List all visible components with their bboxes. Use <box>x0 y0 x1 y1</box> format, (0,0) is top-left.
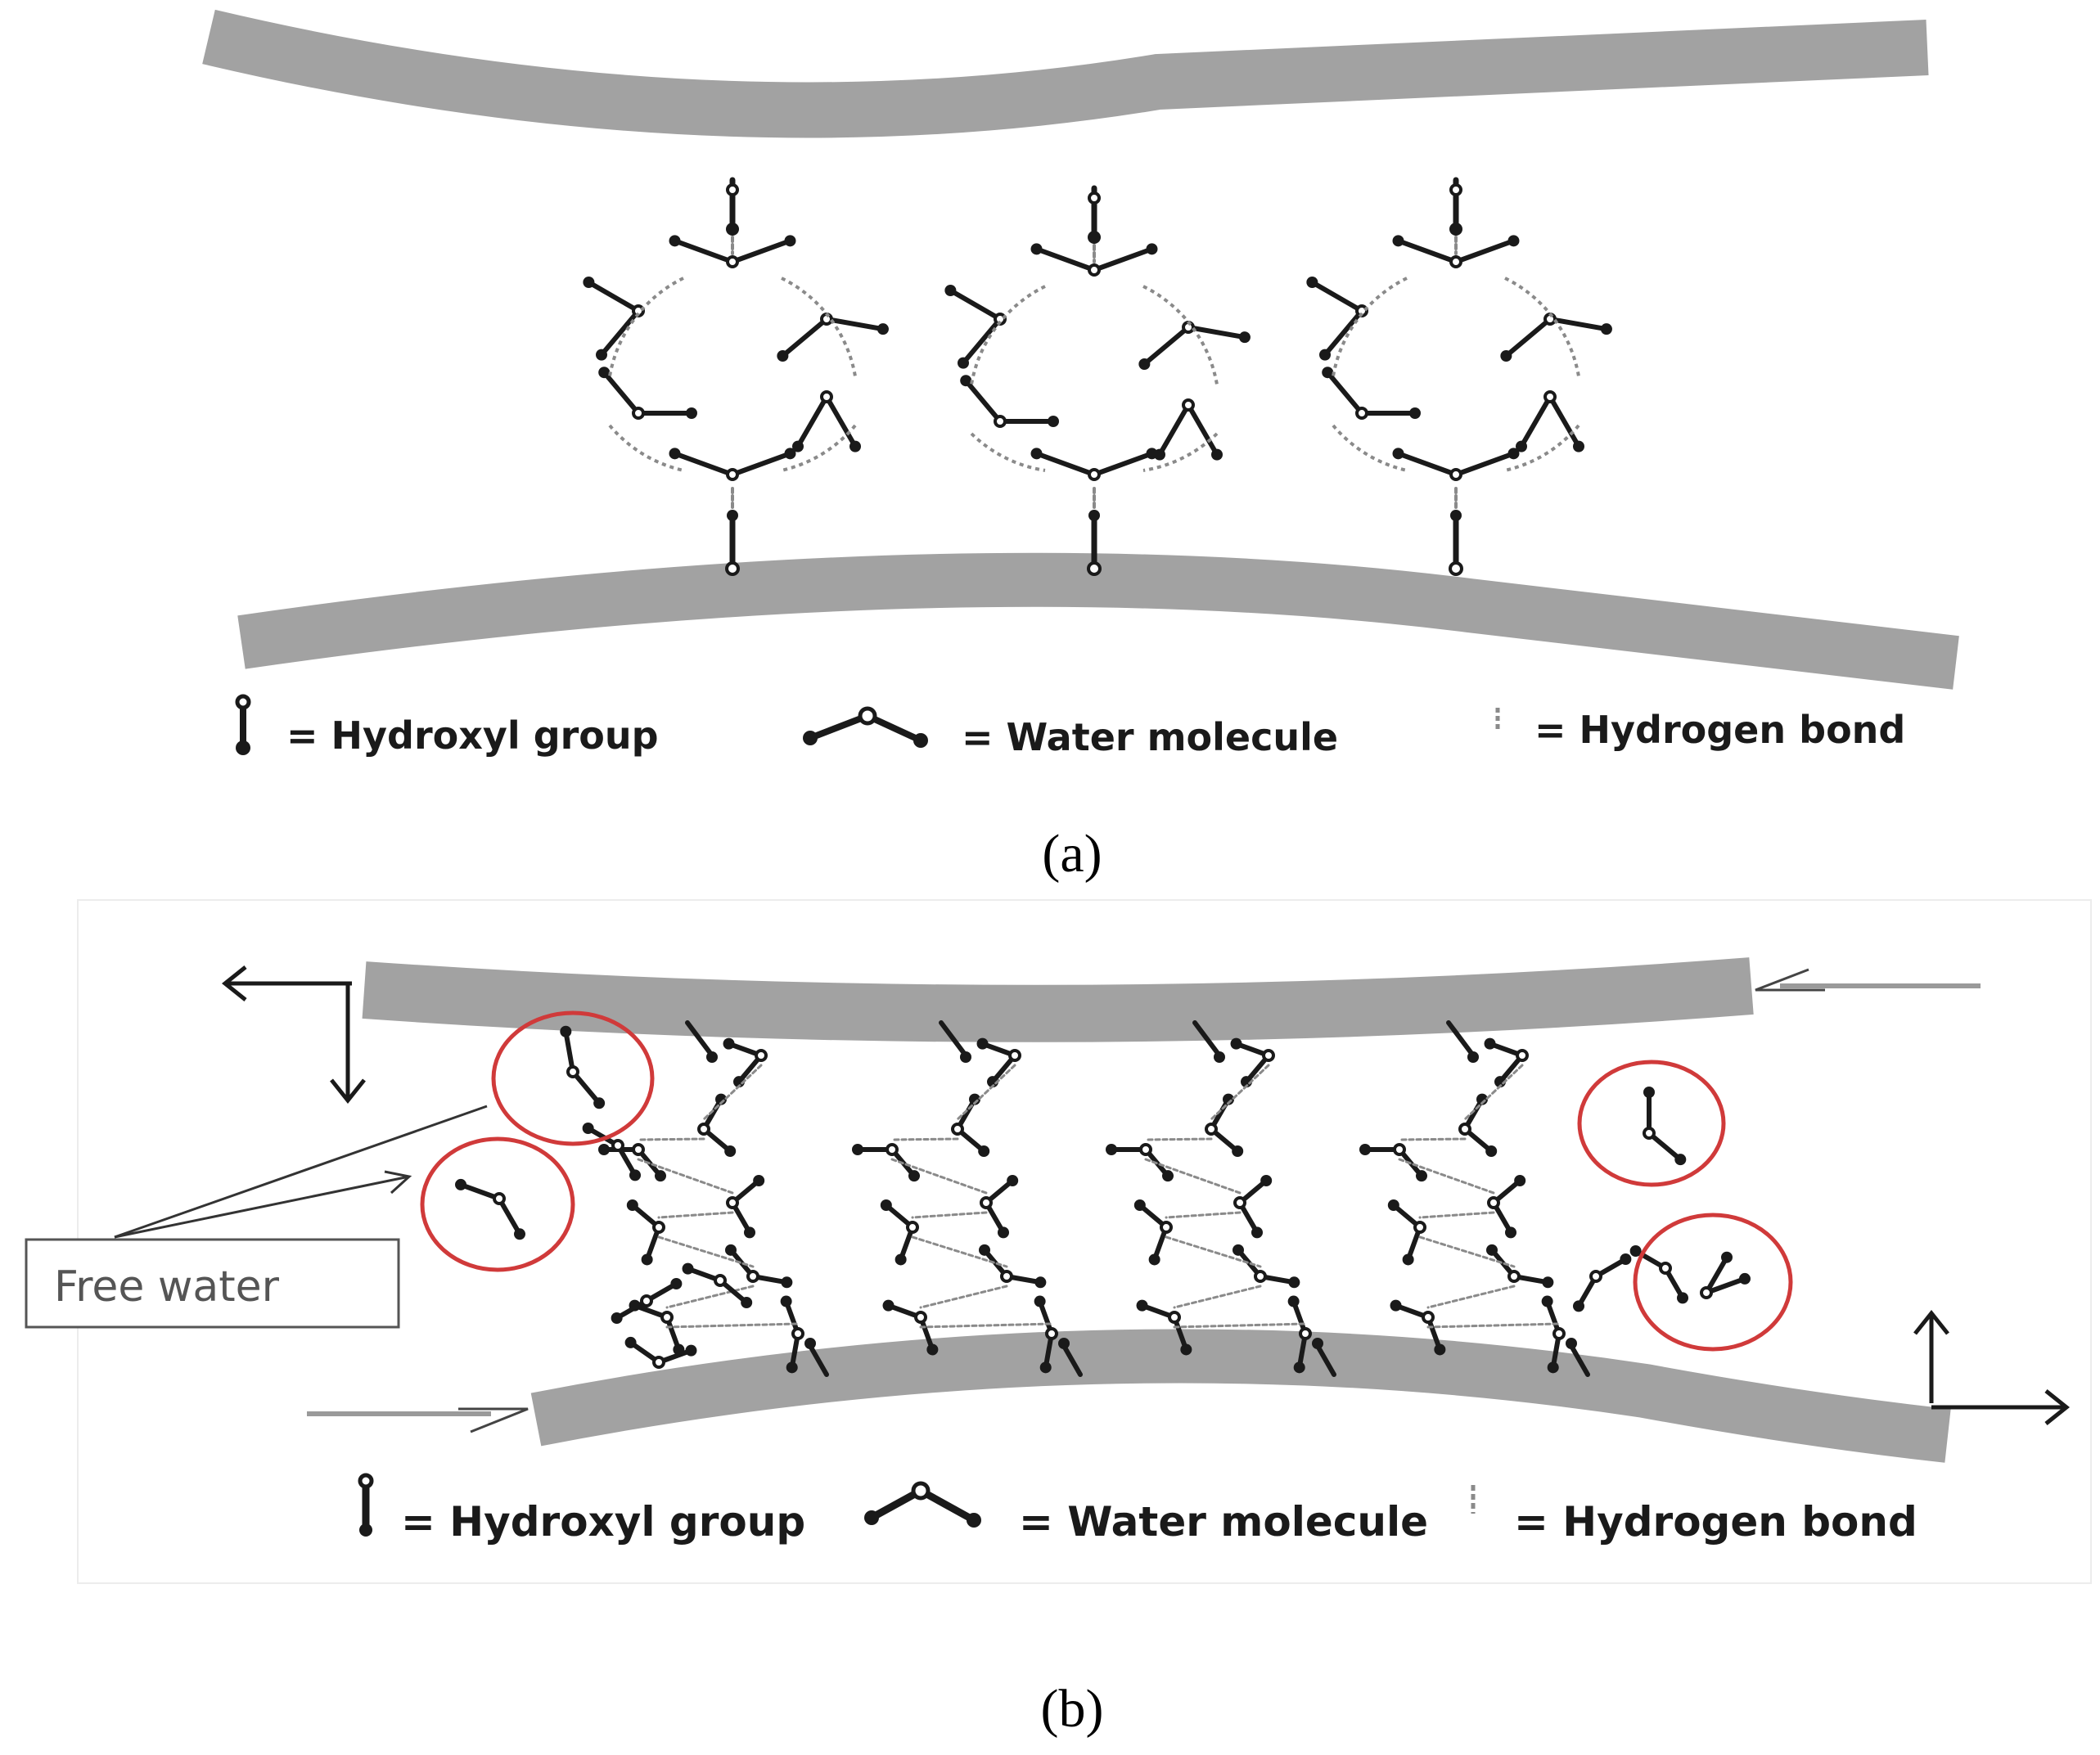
fiber-top-b <box>362 957 1754 1042</box>
legend-hydroxyl-label-b: = Hydroxyl group <box>401 1498 805 1546</box>
legend-water-label: = Water molecule <box>962 715 1338 759</box>
caption-b: (b) <box>1041 1679 1104 1739</box>
shear-pointer-top <box>1755 968 1981 992</box>
legend-hbond-label-b: = Hydrogen bond <box>1514 1498 1917 1546</box>
water-chain <box>598 1020 829 1377</box>
free-water-callout: Free water <box>25 1105 488 1329</box>
molecule-network-b <box>582 1020 1688 1377</box>
free-water-label-box <box>25 1238 400 1329</box>
free-water-molecule <box>420 1136 575 1272</box>
legend-a: = Hydroxyl group = Water molecule = Hydr… <box>235 694 1905 759</box>
water-molecule-icon <box>803 706 928 748</box>
free-water-molecule <box>1577 1060 1726 1187</box>
legend-hbond-label: = Hydrogen bond <box>1534 708 1905 752</box>
arrow-icon <box>221 965 2071 1425</box>
fiber-top-a <box>202 9 1929 138</box>
water-ring-cluster <box>583 177 889 576</box>
water-chain <box>1106 1020 1336 1377</box>
water-molecule-icon <box>864 1481 981 1528</box>
free-water-label: Free water <box>54 1262 280 1312</box>
water-chain <box>1359 1020 1590 1377</box>
free-water-molecules <box>420 1010 1793 1352</box>
hydroxyl-group-icon <box>358 1473 374 1537</box>
legend-b: = Hydroxyl group = Water molecule = Hydr… <box>358 1473 1917 1546</box>
water-ring-cluster <box>1306 177 1612 576</box>
legend-hydroxyl-label: = Hydroxyl group <box>286 713 659 758</box>
free-water-molecule <box>491 1010 655 1146</box>
molecule-clusters-a <box>583 177 1612 576</box>
fiber-bottom-a <box>237 552 1959 690</box>
panel-a: = Hydroxyl group = Water molecule = Hydr… <box>202 9 1959 884</box>
shear-pointer-bottom <box>307 1407 529 1433</box>
water-chain <box>852 1020 1083 1377</box>
water-ring-cluster <box>944 185 1251 576</box>
free-water-molecule <box>1633 1213 1793 1352</box>
hydroxyl-group-icon <box>235 694 251 755</box>
panel-b: Free water = Hydroxyl group = Water mole… <box>25 899 2092 1739</box>
caption-a: (a) <box>1042 824 1102 884</box>
fiber-bottom-b <box>530 1329 1951 1463</box>
water-chain <box>582 1123 1688 1369</box>
legend-water-label-b: = Water molecule <box>1019 1498 1428 1546</box>
